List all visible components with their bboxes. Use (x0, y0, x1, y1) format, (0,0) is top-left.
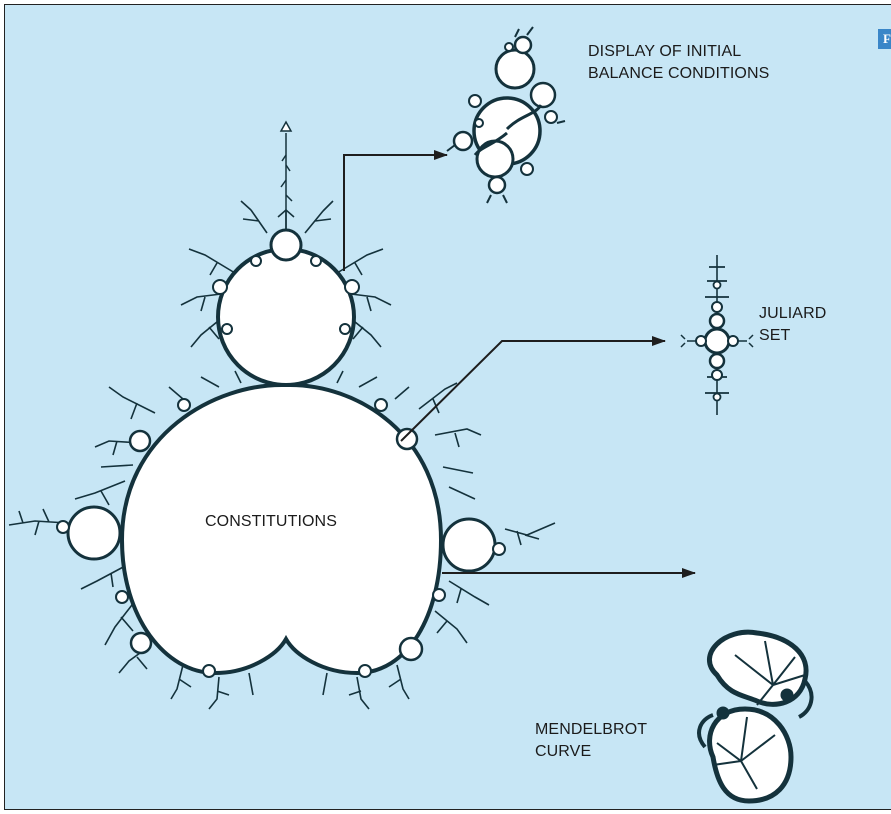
antenna (277, 120, 295, 235)
initial-conditions-label-line2: BALANCE CONDITIONS (588, 65, 770, 82)
constitutions-label: CONSTITUTIONS (205, 513, 337, 530)
initial-conditions-fractal (446, 26, 566, 204)
juliard-set-fractal (680, 255, 754, 415)
connector-arrows (343, 150, 696, 578)
top-bud (269, 228, 303, 262)
figure-canvas: F (4, 4, 891, 810)
head-bulb (216, 247, 356, 387)
dendrite-fringe (8, 200, 556, 710)
mendelbrot-curve-fractal (697, 629, 814, 804)
juliard-set-label-line1: JULIARD (759, 305, 827, 322)
initial-conditions-label-line1: DISPLAY OF INITIAL (588, 43, 742, 60)
left-bulb (66, 505, 122, 561)
figure-artwork (8, 26, 814, 804)
corner-tab: F (878, 29, 891, 49)
mandelbrot-set (8, 120, 556, 710)
mendelbrot-curve-label: MENDELBROT CURVE (535, 719, 647, 763)
juliard-set-label-line2: SET (759, 327, 791, 344)
initial-conditions-label: DISPLAY OF INITIAL BALANCE CONDITIONS (588, 41, 769, 85)
mendelbrot-curve-label-line1: MENDELBROT (535, 721, 648, 738)
mendelbrot-curve-label-line2: CURVE (535, 743, 592, 760)
main-cardioid (119, 382, 444, 676)
arrow-to-juliard-set (400, 336, 666, 442)
right-bulb (441, 517, 497, 573)
arrow-to-initial-conditions (343, 150, 448, 271)
juliard-set-label: JULIARD SET (759, 303, 826, 347)
